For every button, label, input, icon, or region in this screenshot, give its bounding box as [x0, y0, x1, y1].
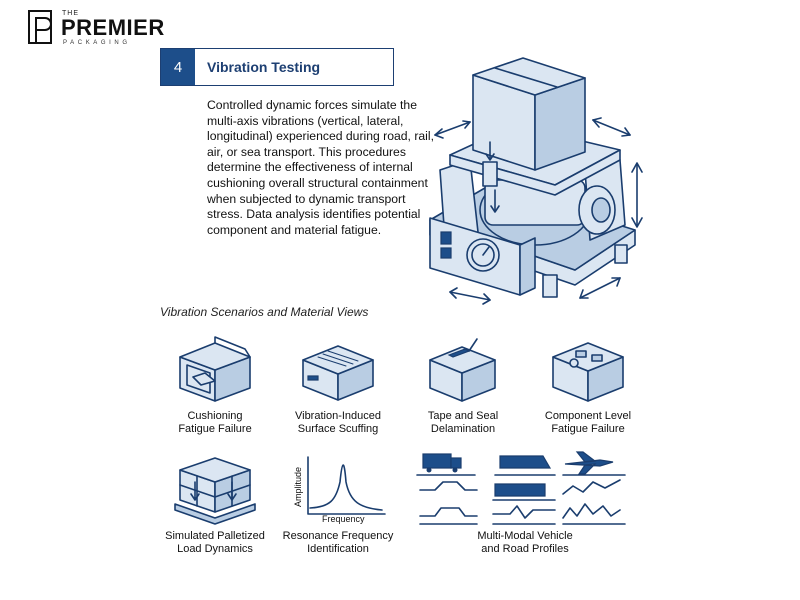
logo-the: THE [62, 10, 79, 17]
description-text: Controlled dynamic forces simulate the m… [207, 98, 434, 237]
logo-name: PREMIER [61, 15, 165, 40]
logo-mark-icon [28, 10, 52, 44]
logo-subtitle: PACKAGING [63, 40, 131, 46]
vehicle-profiles-icon [416, 451, 626, 525]
resonance-chart-icon [307, 456, 386, 515]
page-title: Vibration Testing [207, 59, 321, 75]
scuffed-box-icon [302, 345, 374, 401]
resonance-xlabel: Frequency [322, 514, 365, 524]
pallet-icon [174, 457, 256, 525]
component-box-icon [552, 342, 624, 402]
resonance-ylabel: Amplitude [293, 466, 303, 508]
tape-box-icon [429, 338, 496, 402]
section-header: 4 Vibration Testing [160, 48, 394, 86]
vibration-table-illustration [429, 57, 643, 305]
cushion-box-icon [179, 336, 251, 402]
brand-logo: THE PREMIER PACKAGING [28, 10, 164, 46]
step-number: 4 [161, 49, 195, 85]
section-title: Vibration Scenarios and Material Views [160, 305, 369, 319]
